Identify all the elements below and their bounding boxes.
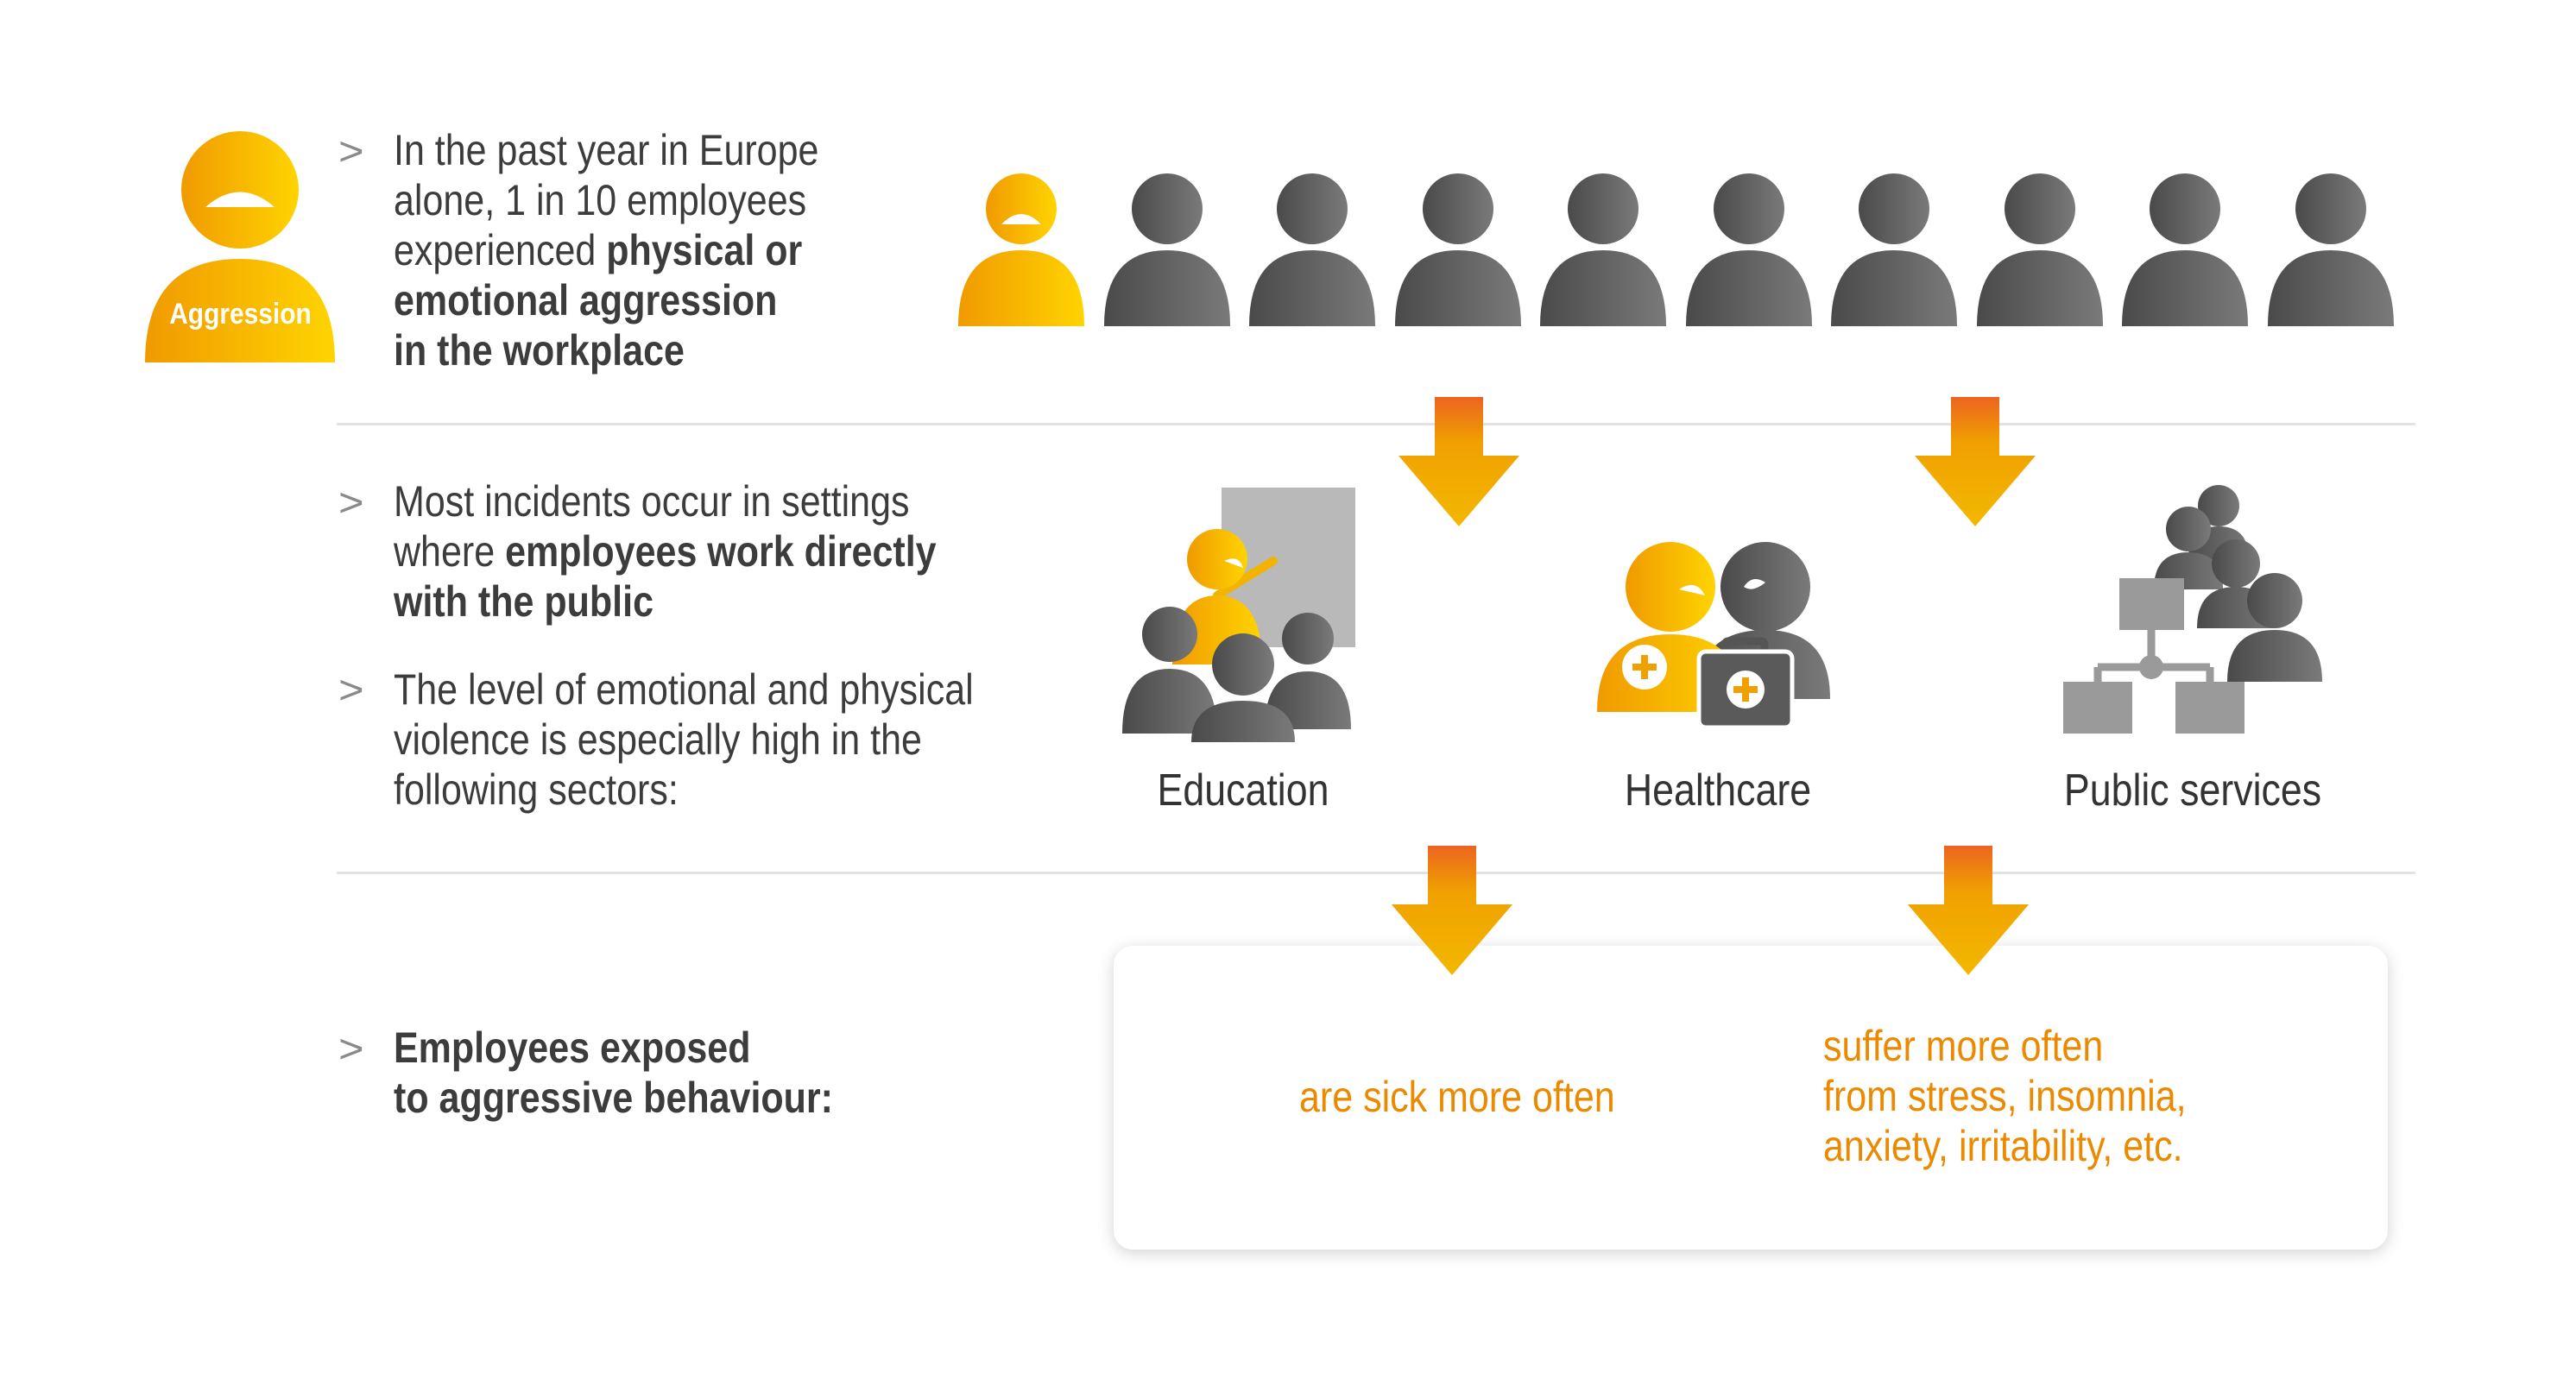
row1-line-3-normal: experienced — [394, 226, 607, 274]
bullet-arrow: > — [338, 1026, 364, 1071]
row3-line-2: to aggressive behaviour: — [394, 1074, 833, 1122]
row2-b1-line-2: where employees work directly — [394, 526, 937, 576]
effect-2-line-3: anxiety, irritability, etc. — [1823, 1122, 2183, 1170]
separator-2 — [337, 872, 2415, 874]
row1-line-4: emotional aggression — [394, 276, 778, 324]
person-icon — [1685, 173, 1812, 326]
effect-2-line-1: suffer more often — [1823, 1022, 2104, 1070]
row1-text: In the past year in Europe alone, 1 in 1… — [394, 125, 888, 375]
row1-bold-1: physical or — [606, 226, 803, 274]
person-icon — [1249, 173, 1375, 326]
aggression-label: Aggression — [169, 298, 312, 331]
person-icon — [1394, 173, 1521, 326]
person-icon — [2122, 173, 2248, 326]
effect-2-line-2: from stress, insomnia, — [1823, 1072, 2187, 1120]
row2-b2-line-1: The level of emotional and physical — [394, 665, 974, 714]
row2-b1-bold-2: with the public — [394, 577, 653, 626]
row1-line-5: in the workplace — [394, 326, 685, 375]
arrow-down-icon — [1398, 397, 1519, 526]
row1-line-1: In the past year in Europe — [394, 126, 819, 174]
person-icon — [1103, 173, 1230, 326]
separator-1 — [337, 423, 2415, 425]
row2-b2-line-2: violence is especially high in the — [394, 715, 922, 764]
public-services-icon — [2063, 485, 2322, 734]
effects-box — [1114, 946, 2388, 1250]
row2-b1-bold-1: employees work directly — [505, 527, 937, 576]
row2-b2-line-3: following sectors: — [394, 765, 679, 814]
person-aggression-icon — [145, 131, 335, 362]
row2-b1-line-2-normal: where — [394, 527, 506, 576]
sector-label-healthcare: Healthcare — [1624, 765, 1812, 816]
bullet-arrow: > — [338, 480, 364, 525]
bullet-arrow: > — [338, 129, 364, 173]
person-icon — [1976, 173, 2103, 326]
person-aggression-icon — [958, 173, 1084, 326]
person-icon — [2267, 173, 2394, 326]
effect-stress: suffer more often from stress, insomnia,… — [1823, 1021, 2245, 1171]
row3-line-1: Employees exposed — [394, 1023, 751, 1072]
sector-label-public-services: Public services — [2063, 765, 2322, 816]
person-icon — [1540, 173, 1666, 326]
row2-bullet2-text: The level of emotional and physical viol… — [394, 664, 1068, 815]
row2-b1-line-1: Most incidents occur in settings — [394, 477, 910, 526]
person-icon — [1831, 173, 1957, 326]
arrow-down-icon — [1915, 397, 2036, 526]
sector-label-education: Education — [1157, 765, 1329, 816]
row1-line-2: alone, 1 in 10 employees — [394, 176, 807, 224]
effect-sick-more-often: are sick more often — [1299, 1073, 1615, 1121]
row2-bullet1-text: Most incidents occur in settings where e… — [394, 476, 1025, 627]
bullet-arrow: > — [338, 667, 364, 712]
row3-text: Employees exposed to aggressive behaviou… — [394, 1023, 905, 1123]
education-icon — [1122, 488, 1355, 742]
row1-line-3: experienced physical or — [394, 225, 818, 275]
healthcare-icon — [1597, 542, 1830, 730]
arrow-down-icon — [1908, 846, 2029, 975]
arrow-down-icon — [1392, 846, 1512, 975]
